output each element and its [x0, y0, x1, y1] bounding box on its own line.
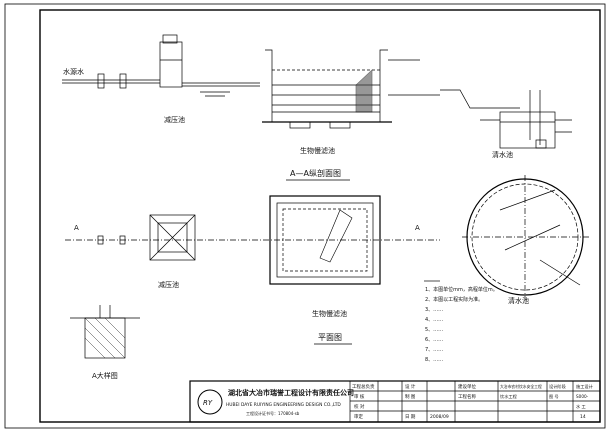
bio-filter-plan [269, 195, 381, 285]
company-cert: 工程设计证书号：170804-sb [246, 410, 300, 416]
company-name-cn: 湖北省大冶市瑞誉工程设计有限责任公司 [228, 388, 354, 397]
tb-discipline: 水 工 [576, 403, 586, 409]
tb-review: 审定 [354, 413, 363, 420]
label-pressure-tank-plan: 减压池 [158, 280, 179, 289]
clear-tank-section [440, 89, 572, 149]
tb-project-label: 建设单位 [458, 383, 476, 390]
tb-no: S000- [576, 394, 589, 399]
tb-design: 设 计 [405, 383, 416, 390]
section-view: 水源水 减压池 生物慢滤池 [62, 34, 572, 159]
bio-filter-section [262, 49, 440, 129]
plan-title: 平面图 [318, 333, 342, 342]
note-7: 7、…… [425, 347, 443, 353]
tb-approve: 审 核 [354, 393, 365, 400]
tb-date-label: 日 期 [405, 414, 416, 420]
pressure-tank-section [159, 41, 183, 88]
label-clear-tank-plan: 清水池 [508, 296, 529, 305]
tb-drawing-name-label: 工程名称 [458, 393, 476, 400]
note-1: 1、本图单位mm，高程单位m。 [425, 286, 498, 293]
detail-a [70, 305, 140, 359]
note-6: 6、…… [425, 337, 443, 343]
note-4: 4、…… [425, 317, 443, 323]
company-name-en: HUBEI DAYE RUIYING ENGINEERING DESIGN CO… [226, 402, 341, 408]
company-logo-text: RY [203, 399, 213, 407]
section-title: A—A纵剖面图 [290, 168, 341, 178]
tb-no-label: 图 号 [549, 394, 559, 400]
label-bio-filter-top: 生物慢滤池 [300, 146, 335, 155]
inner-frame [39, 9, 601, 423]
label-water-source: 水源水 [63, 67, 84, 76]
tb-stage-label: 设计阶段 [549, 383, 567, 390]
plan-view: A A 减压池 生物慢滤池 清水池 [65, 175, 590, 318]
note-5: 5、…… [425, 327, 443, 333]
section-mark-left: A [74, 224, 79, 232]
tb-drawing-name: 饮水工程 [500, 393, 518, 400]
tb-check: 校 对 [354, 403, 365, 410]
tb-sheet: 14 [580, 414, 586, 420]
company-logo [197, 389, 223, 415]
section-mark-right: A [415, 224, 420, 232]
label-clear-tank-top: 清水池 [492, 150, 513, 159]
title-block [189, 380, 601, 423]
tb-date: 2008/09 [430, 414, 449, 420]
label-bio-filter-plan: 生物慢滤池 [312, 309, 347, 318]
outer-frame [4, 3, 606, 429]
tb-engineer: 工程总负责 [352, 383, 375, 390]
tb-draw: 制 图 [405, 393, 416, 400]
notes: 1、本图单位mm，高程单位m。 2、本图以工程实际为准。 3、…… 4、…… 5… [424, 280, 498, 363]
note-8: 8、…… [425, 357, 443, 363]
note-2: 2、本图以工程实际为准。 [425, 296, 483, 303]
note-3: 3、…… [425, 307, 443, 313]
pressure-tank-plan [149, 214, 196, 261]
detail-title: A大样图 [92, 371, 118, 380]
tb-project: 大冶市农村饮水安全工程 [500, 384, 542, 389]
tb-stage: 施工设计 [576, 383, 593, 390]
label-pressure-tank-top: 减压池 [164, 115, 185, 124]
